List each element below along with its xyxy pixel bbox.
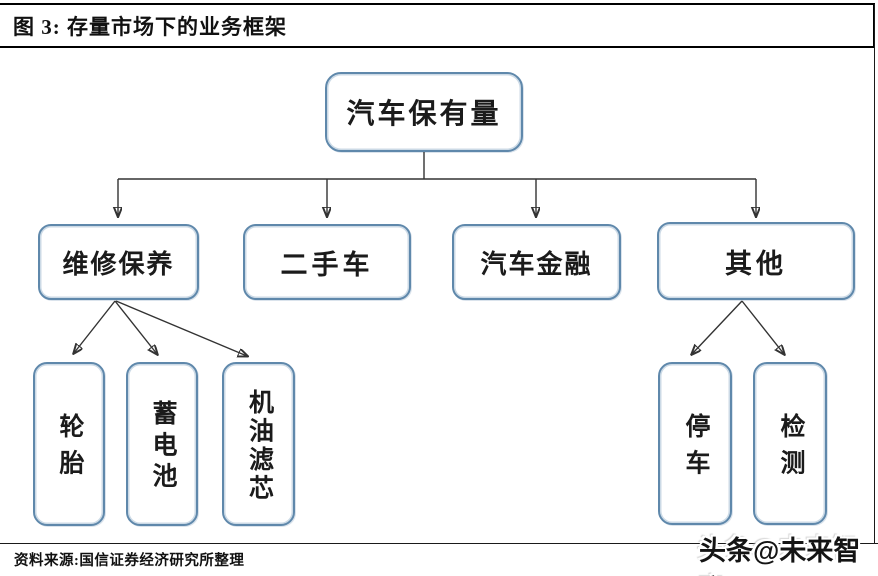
edge-maintenance-tires — [74, 300, 116, 353]
node-oil-filter-label: 机油滤芯 — [245, 388, 273, 503]
edge-others-inspection — [741, 300, 784, 354]
node-car-parc-label: 汽车保有量 — [346, 99, 502, 130]
source-note: 资料来源:国信证券经济研究所整理 — [14, 553, 245, 569]
node-battery-label: 蓄电池 — [149, 400, 176, 494]
figure-header: 图 3: 存量市场下的业务框架 — [0, 3, 875, 48]
node-auto-finance: 汽车金融 — [452, 224, 621, 300]
edge-maintenance-oil-filter — [115, 300, 247, 356]
node-oil-filter: 机油滤芯 — [222, 362, 295, 526]
node-others: 其他 — [657, 222, 855, 300]
node-parking-label: 停车 — [682, 412, 709, 486]
figure-title: 图 3: 存量市场下的业务框架 — [13, 14, 287, 39]
node-tires: 轮胎 — [33, 362, 105, 526]
node-auto-finance-label: 汽车金融 — [480, 249, 593, 279]
node-battery: 蓄电池 — [126, 362, 198, 526]
edge-maintenance-battery — [114, 300, 157, 354]
node-maintenance-label: 维修保养 — [62, 249, 175, 279]
node-inspection-label: 检测 — [777, 412, 804, 486]
node-car-parc: 汽车保有量 — [325, 72, 523, 152]
node-used-car-label: 二手车 — [280, 249, 374, 280]
node-inspection: 检测 — [753, 362, 827, 525]
node-tires-label: 轮胎 — [56, 413, 83, 486]
node-others-label: 其他 — [725, 248, 787, 279]
watermark: 头条@未来智库 — [699, 536, 861, 576]
node-maintenance: 维修保养 — [38, 224, 199, 300]
node-parking: 停车 — [658, 362, 732, 525]
footer-divider — [0, 543, 878, 544]
node-used-car: 二手车 — [243, 224, 411, 300]
page-border-right — [874, 4, 875, 544]
edge-others-parking — [692, 300, 743, 354]
